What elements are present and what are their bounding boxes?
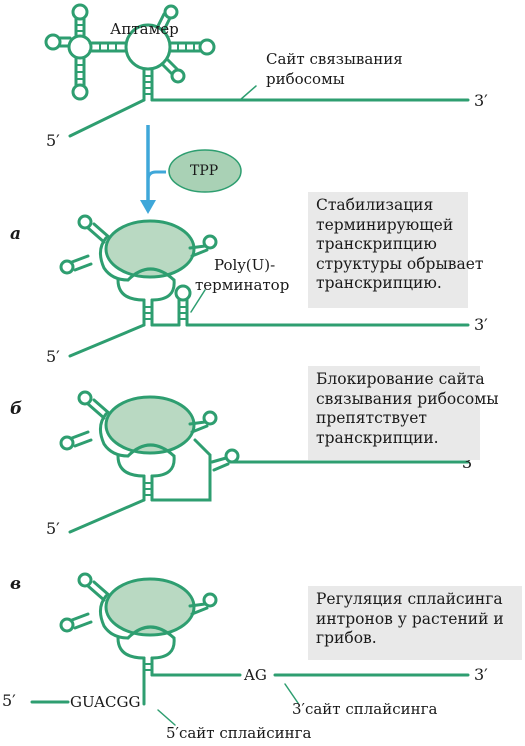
panel-b-label: б (10, 399, 23, 419)
panel-a-label: а (10, 224, 22, 244)
tpp-label: TPP (190, 163, 219, 179)
panel-a-riboswitch (59, 214, 470, 358)
panel-b-caption: Блокирование сайта связывания рибосомы п… (308, 366, 499, 460)
panel-c-caption-line: Регуляция сплайсинга (316, 590, 503, 608)
panel-c-caption: Регуляция сплайсинга интронов у растений… (308, 586, 522, 660)
splice-site-seq-left: GUACGG (70, 693, 141, 711)
panel-b-caption-line: препятствует (316, 409, 427, 427)
panel-b-caption-line: связывания рибосомы (316, 389, 499, 408)
panel-b-caption-line: транскрипции. (316, 428, 439, 447)
tpp-ligand (168, 149, 242, 193)
panel-c-caption-line: грибов. (316, 629, 377, 647)
panel-c-caption-line: интронов у растений и (316, 609, 504, 628)
panel-a-caption-line: транскрипцию. (316, 274, 442, 292)
panel-b-riboswitch (59, 390, 470, 534)
aptamer-label: Аптамер (110, 20, 179, 38)
panel-b-caption-line: Блокирование сайта (316, 370, 485, 388)
binding-arrow (140, 125, 166, 214)
panel-c-5prime-end: 5′ (2, 691, 16, 710)
splice-3prime-label: 3′сайт сплайсинга (292, 700, 438, 718)
panel-a-caption-line: структуры обрывает (316, 254, 484, 273)
panel-a-caption: Стабилизация терминирующей транскрипцию … (308, 192, 484, 308)
free-riboswitch (44, 3, 470, 138)
rbs-label-line1: Сайт связывания (266, 50, 403, 68)
panel-a-5prime-end: 5′ (46, 347, 60, 366)
panel-a-3prime-end: 3′ (474, 315, 488, 334)
terminator-label-line2: терминатор (195, 276, 290, 294)
top-5prime-end: 5′ (46, 131, 60, 150)
splice-site-seq-right: AG (244, 666, 267, 684)
panel-a-caption-line: терминирующей (316, 215, 454, 234)
terminator-label-line1: Poly(U)- (214, 256, 276, 274)
top-3prime-end: 3′ (474, 91, 488, 110)
rbs-label-line2: рибосомы (266, 70, 345, 88)
panel-c-3prime-end: 3′ (474, 665, 488, 684)
panel-b-5prime-end: 5′ (46, 519, 60, 538)
panel-c-label: в (10, 574, 22, 594)
splice-5prime-label: 5′сайт сплайсинга (166, 724, 312, 742)
panel-a-caption-line: Стабилизация (316, 196, 434, 214)
panel-a-caption-line: транскрипцию (316, 235, 437, 253)
panel-c-riboswitch (30, 572, 470, 726)
